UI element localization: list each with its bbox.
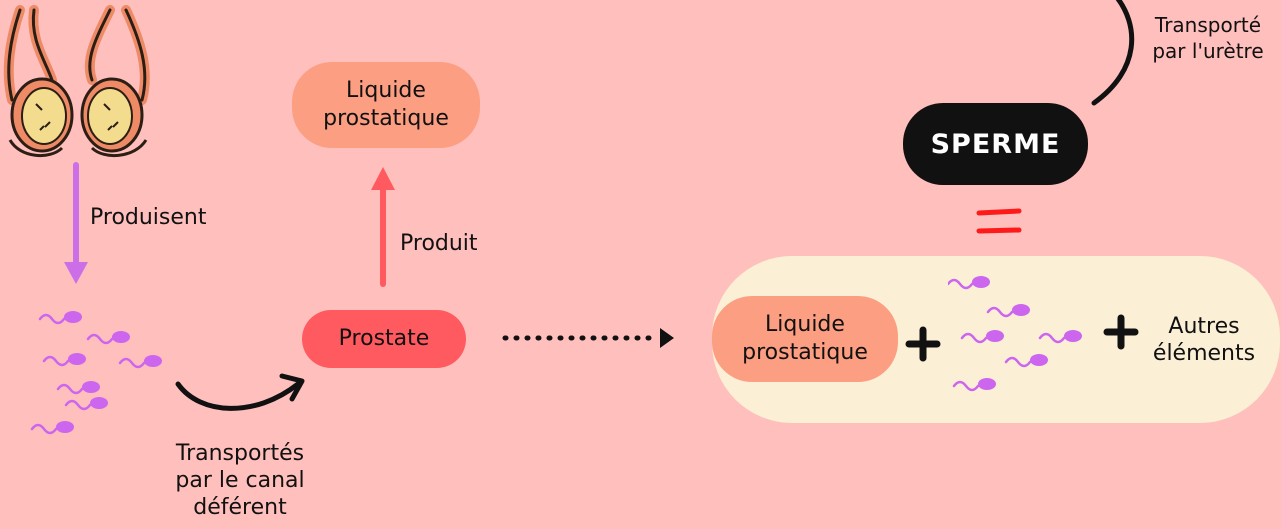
produit-label: Produit <box>400 231 478 256</box>
sperme-node: SPERME <box>903 103 1088 185</box>
uretre-curve <box>1091 0 1135 106</box>
liquide-prostatique-top-node: Liquide prostatique <box>292 62 480 148</box>
produisent-label: Produisent <box>90 205 207 230</box>
dotted-arrow <box>502 328 674 348</box>
transporte-uretre-label: Transporté par l'urètre <box>1152 13 1264 63</box>
transport-curved-arrow <box>175 373 305 411</box>
produit-arrow <box>371 167 395 287</box>
sperm-cluster-left <box>30 309 164 435</box>
plus-icon <box>1103 314 1139 350</box>
transportes-canal-label: Transportés par le canal déférent <box>175 441 305 520</box>
autres-elements-label: Autres éléments <box>1152 314 1256 366</box>
equals-sign <box>976 208 1022 234</box>
produisent-arrow <box>64 162 88 284</box>
testes-icon <box>3 5 150 158</box>
sperm-cluster-mix <box>948 274 1084 392</box>
plus-icon <box>905 326 941 362</box>
liquide-prostatique-mix-node: Liquide prostatique <box>712 296 898 382</box>
prostate-node: Prostate <box>302 310 466 368</box>
